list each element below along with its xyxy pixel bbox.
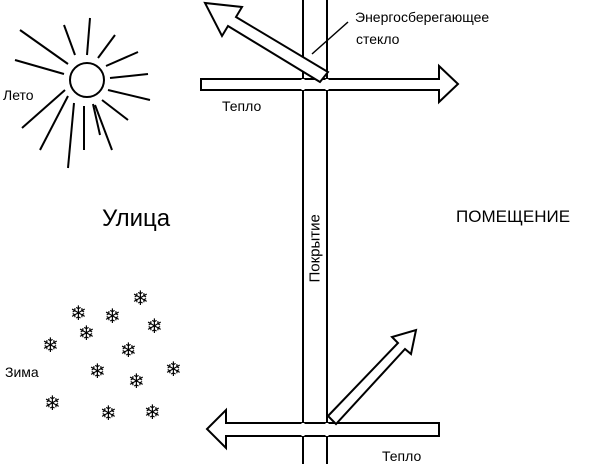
glass-label-line2: стекло bbox=[356, 31, 400, 47]
svg-text:❄: ❄ bbox=[78, 321, 95, 345]
svg-text:❄: ❄ bbox=[132, 286, 149, 310]
winter-heat-arrow bbox=[205, 328, 440, 451]
summer-label: Лето bbox=[3, 87, 34, 103]
svg-text:❄: ❄ bbox=[100, 401, 117, 425]
coating-label: Покрытие bbox=[306, 214, 324, 283]
svg-text:❄: ❄ bbox=[89, 359, 106, 383]
glass-pane bbox=[302, 0, 328, 464]
room-label: ПОМЕЩЕНИЕ bbox=[456, 207, 571, 226]
heat-label-top: Тепло bbox=[222, 98, 262, 114]
svg-text:❄: ❄ bbox=[42, 333, 59, 357]
svg-text:❄: ❄ bbox=[128, 369, 145, 393]
svg-text:❄: ❄ bbox=[70, 301, 87, 325]
summer-heat-arrow bbox=[200, 1, 460, 105]
winter-label: Зима bbox=[5, 364, 39, 380]
heat-label-bottom: Тепло bbox=[382, 448, 422, 464]
street-label: Улица bbox=[102, 205, 171, 232]
svg-text:❄: ❄ bbox=[104, 304, 121, 328]
glass-pointer bbox=[311, 21, 349, 55]
svg-text:❄: ❄ bbox=[120, 338, 137, 362]
glass-label-line1: Энергосберегающее bbox=[355, 9, 490, 25]
svg-text:❄: ❄ bbox=[146, 314, 163, 338]
sun-icon bbox=[14, 17, 151, 169]
snowflake-icon: ❄ ❄ ❄ ❄ ❄ ❄ ❄ ❄ ❄ ❄ ❄ ❄ ❄ bbox=[42, 286, 182, 425]
svg-text:❄: ❄ bbox=[44, 391, 61, 415]
svg-text:❄: ❄ bbox=[144, 400, 161, 424]
svg-text:❄: ❄ bbox=[165, 357, 182, 381]
